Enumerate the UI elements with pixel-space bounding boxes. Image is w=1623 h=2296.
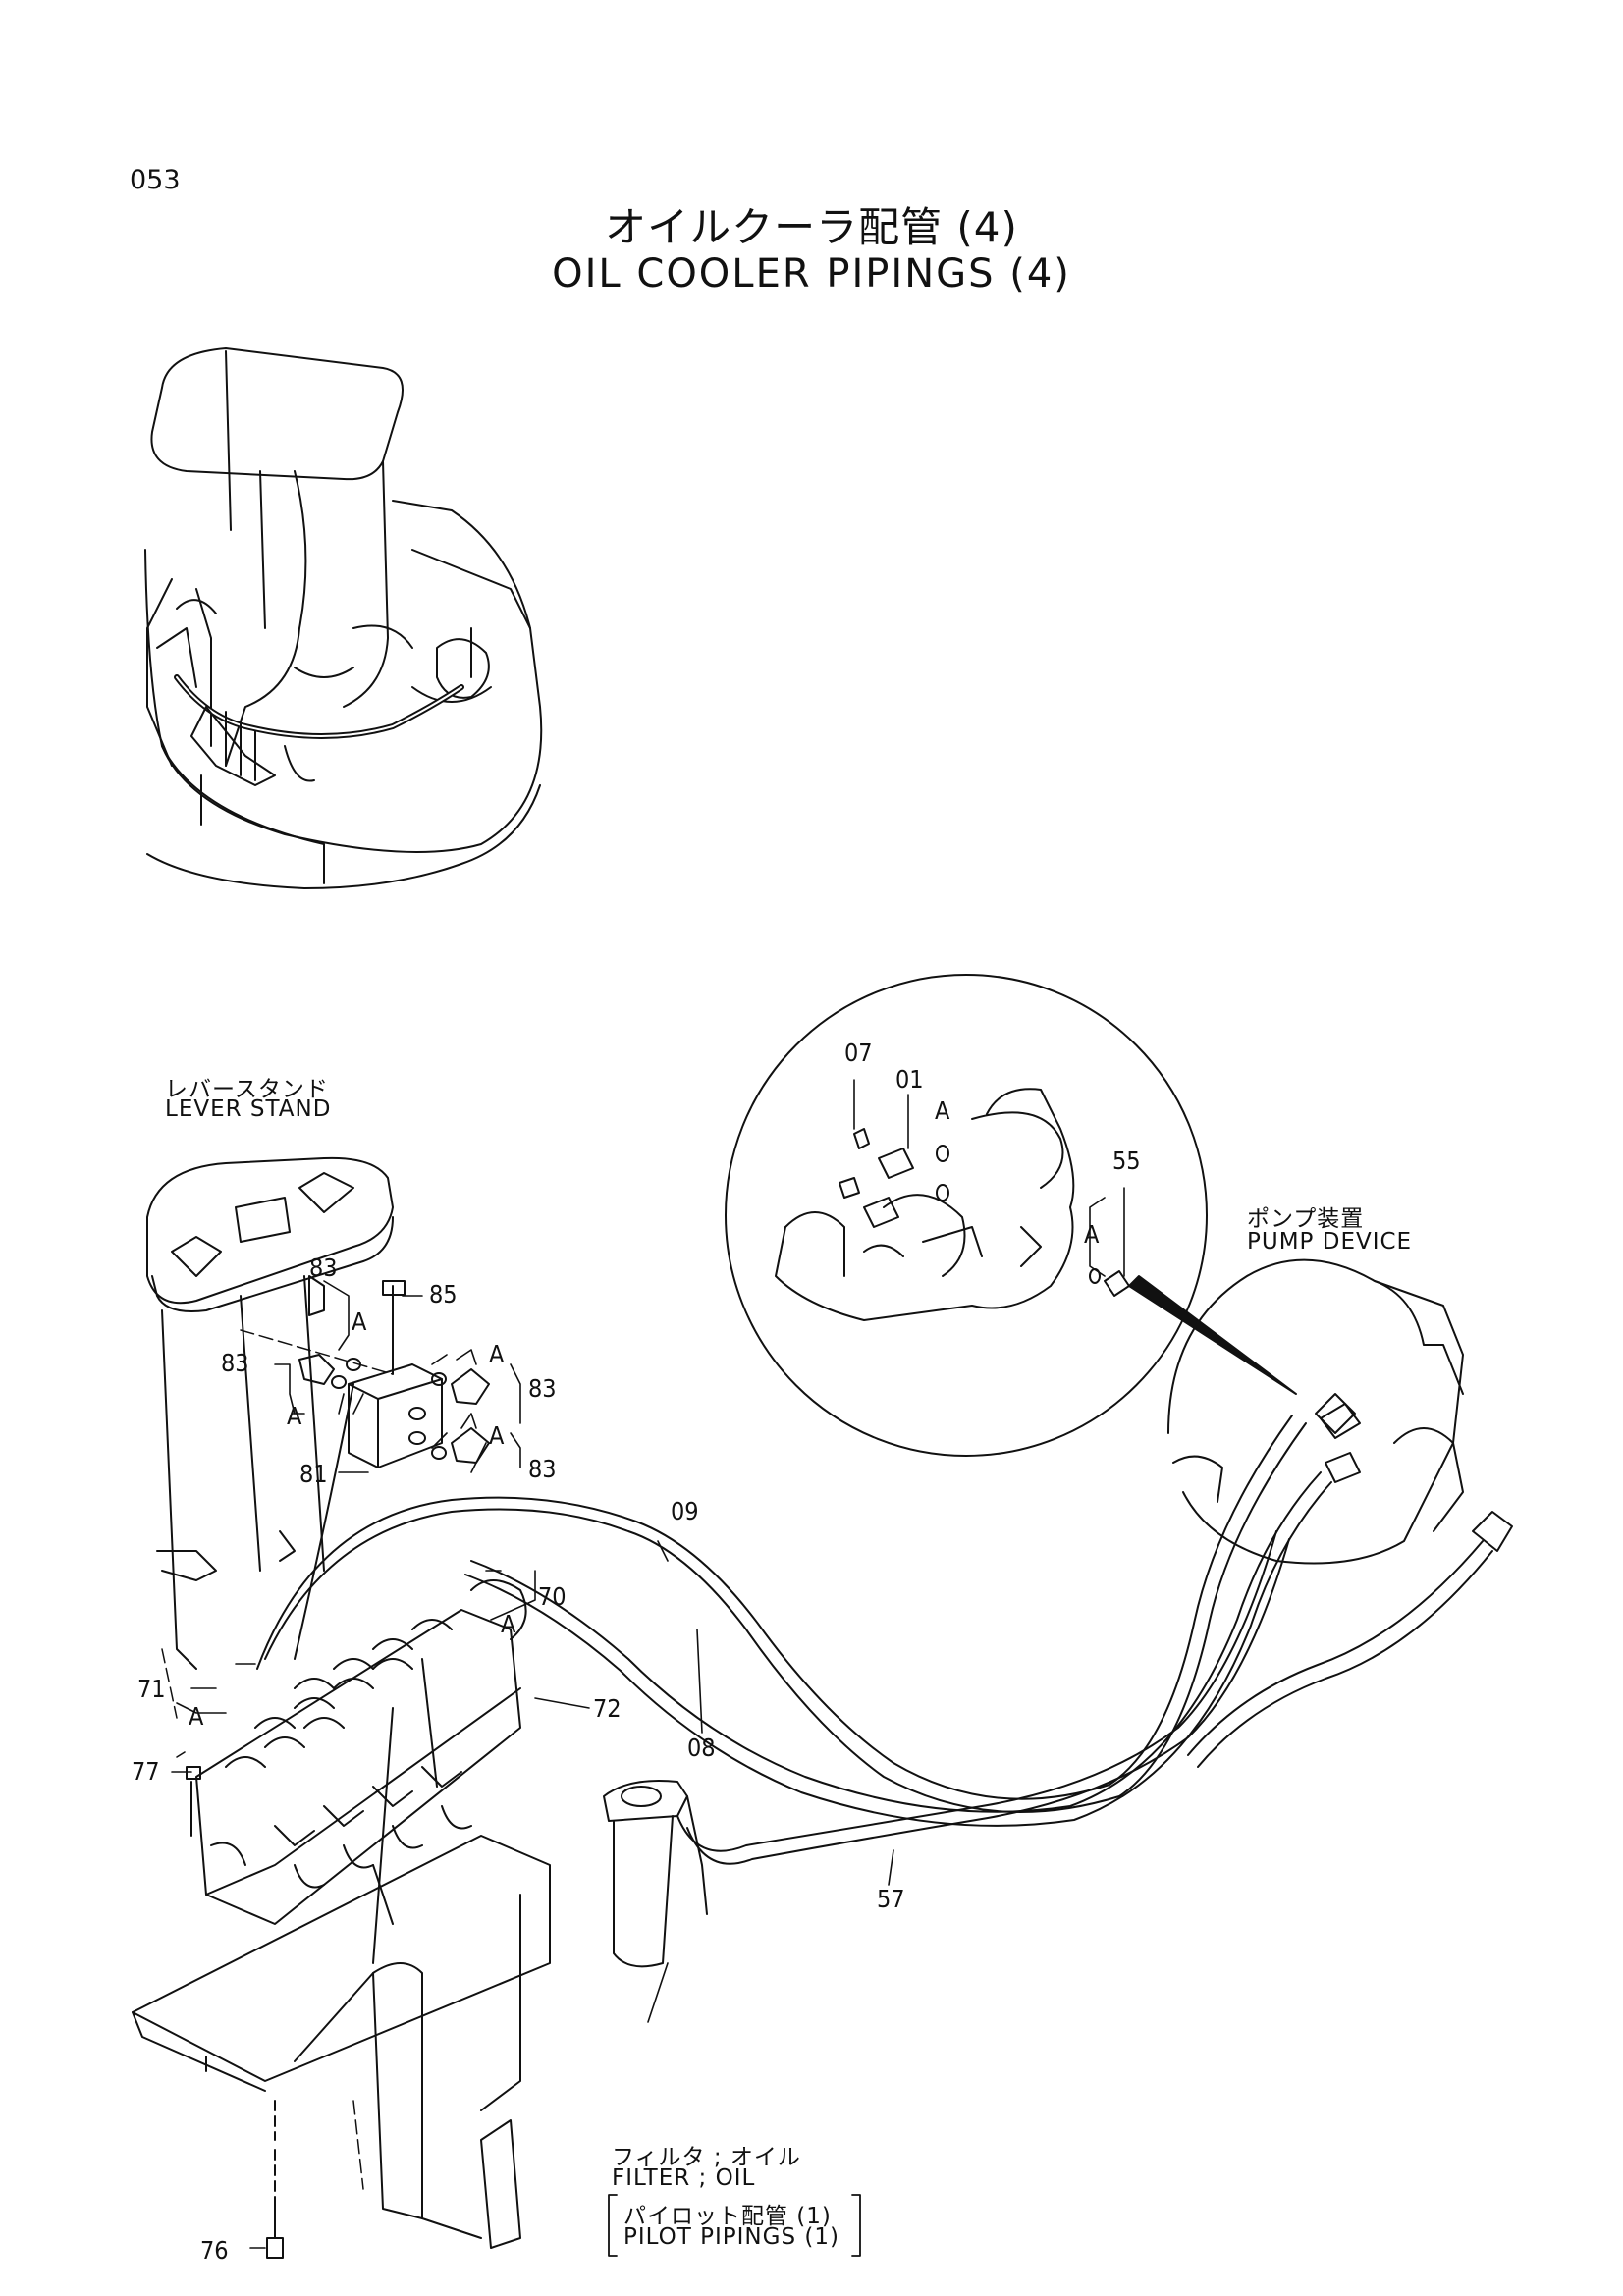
part-number-83-left: 83 [221, 1349, 249, 1377]
marker-a-fitting-70: A [501, 1610, 516, 1638]
marker-a-valve-top: A [352, 1308, 367, 1336]
part-number-55: 55 [1112, 1147, 1141, 1175]
marker-a-detail-2: A [1084, 1220, 1100, 1249]
part-number-71: 71 [137, 1675, 166, 1703]
lever-stand-label-en: LEVER STAND [165, 1096, 332, 1122]
marker-a-fitting-71: A [189, 1702, 204, 1731]
hose-lines-illustration [257, 1394, 1512, 1864]
part-number-83-top: 83 [309, 1254, 338, 1282]
title-japanese: オイルクーラ配管 (4) [605, 203, 1018, 251]
pilot-label-jp: パイロット配管 (1) [623, 2204, 832, 2229]
dash-lines [162, 1330, 393, 2189]
page-number: 053 [130, 165, 181, 195]
marker-a-valve-right-lower: A [489, 1421, 505, 1450]
part-number-72: 72 [593, 1694, 622, 1723]
mounting-plate-illustration [133, 1767, 520, 2258]
filter-label-jp: フィルタ ; オイル [612, 2145, 801, 2170]
part-number-70: 70 [538, 1582, 567, 1611]
marker-a-detail-1: A [935, 1096, 950, 1125]
control-valve-illustration [133, 1384, 550, 2110]
filter-label-en: FILTER ; OIL [612, 2165, 756, 2191]
machine-overview-illustration [145, 348, 541, 888]
leader-lines [172, 1080, 1124, 2248]
lever-stand-illustration [147, 1158, 393, 1669]
part-number-83-right-lower: 83 [528, 1455, 557, 1483]
part-number-07: 07 [844, 1039, 873, 1067]
part-number-57: 57 [877, 1885, 905, 1913]
part-number-09: 09 [671, 1497, 699, 1525]
pump-device-label-jp: ポンプ装置 [1247, 1206, 1365, 1232]
part-number-83-right-upper: 83 [528, 1374, 557, 1403]
part-number-01: 01 [895, 1065, 924, 1094]
valve-block-illustration [299, 1276, 489, 1468]
pilot-label-en: PILOT PIPINGS (1) [623, 2224, 839, 2250]
oil-filter-illustration [604, 1781, 707, 1966]
marker-a-valve-left: A [287, 1402, 302, 1430]
part-number-85: 85 [429, 1280, 458, 1308]
callout-pointer [1129, 1276, 1296, 1394]
pump-device-label-en: PUMP DEVICE [1247, 1229, 1413, 1255]
part-number-81: 81 [299, 1460, 328, 1488]
lever-stand-label-jp: レバースタンド [165, 1077, 329, 1102]
pilot-bracket [609, 2195, 860, 2256]
marker-a-valve-right-upper: A [489, 1340, 505, 1368]
part-number-76: 76 [200, 2236, 229, 2265]
title-english: OIL COOLER PIPINGS (4) [552, 251, 1071, 296]
part-number-08: 08 [687, 1734, 716, 1762]
part-number-77: 77 [132, 1757, 160, 1786]
pump-device-illustration [1168, 1260, 1463, 1564]
detail-callout-circle [726, 975, 1207, 1456]
